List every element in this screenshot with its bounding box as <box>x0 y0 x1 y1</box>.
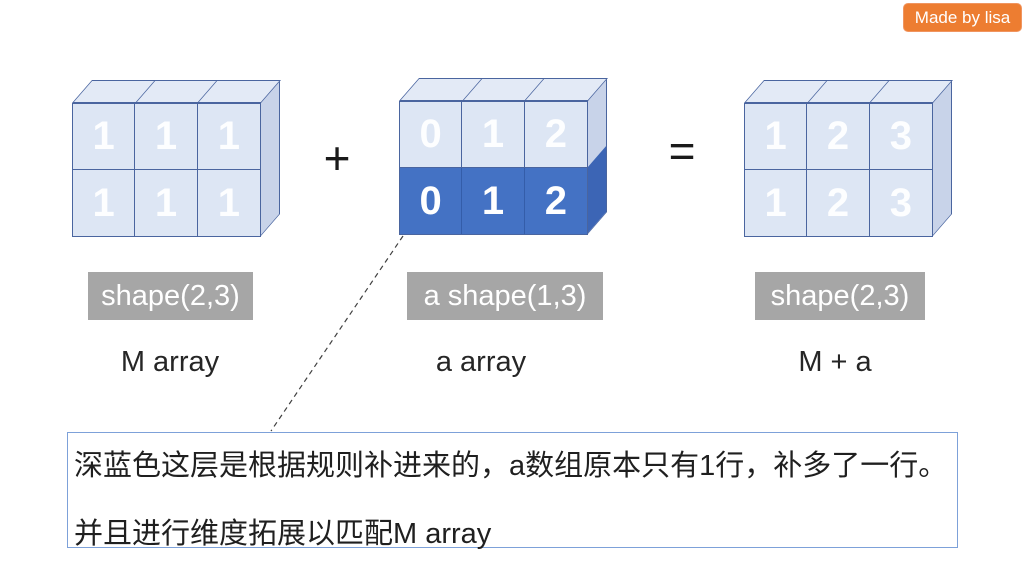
array-cell: 1 <box>135 104 198 170</box>
shape-label-sum: shape(2,3) <box>755 272 925 320</box>
array-cell: 1 <box>217 180 240 225</box>
array-cell: 2 <box>807 170 870 236</box>
made-by-badge: Made by lisa <box>903 3 1022 32</box>
caption-a: a array <box>435 346 527 378</box>
array-sum-top-face <box>744 80 953 103</box>
array-cell: 1 <box>745 104 808 170</box>
array-cell: 3 <box>889 180 912 225</box>
array-m: 1 1 1 1 1 1 <box>72 79 281 237</box>
array-cell: 1 <box>135 170 198 236</box>
note-box: 深蓝色这层是根据规则补进来的，a数组原本只有1行，补多了一行。 并且进行维度拓展… <box>67 432 958 550</box>
array-sum-side-face <box>931 79 952 237</box>
array-a: 0 1 2 0 1 2 <box>399 77 608 235</box>
broadcast-cell: 0 <box>400 168 463 234</box>
array-cell: 0 <box>400 102 463 168</box>
equals-operator: = <box>668 125 696 177</box>
array-cell: 1 <box>73 170 136 236</box>
broadcast-cell: 1 <box>462 168 525 234</box>
array-m-top-face <box>72 80 281 103</box>
caption-sum: M + a <box>798 346 872 378</box>
plus-operator: + <box>323 132 351 184</box>
shape-label-m: shape(2,3) <box>88 272 253 320</box>
array-a-top-face <box>399 78 608 101</box>
array-cell: 1 <box>745 170 808 236</box>
array-cell: 3 <box>869 104 932 170</box>
array-a-side-face <box>586 77 607 235</box>
array-cell: 1 <box>73 104 136 170</box>
array-cell: 2 <box>807 104 870 170</box>
note-line-2: 并且进行维度拓展以匹配M array <box>74 518 492 550</box>
array-sum-front-face: 1 2 3 1 2 3 <box>744 103 933 237</box>
array-m-side-face <box>259 79 280 237</box>
note-line-1: 深蓝色这层是根据规则补进来的，a数组原本只有1行，补多了一行。 <box>74 450 948 482</box>
caption-m: M array <box>120 346 220 378</box>
array-a-front-face: 0 1 2 0 1 2 <box>399 101 588 235</box>
broadcast-cell: 2 <box>524 168 587 234</box>
array-cell: 1 <box>197 104 260 170</box>
array-m-front-face: 1 1 1 1 1 1 <box>72 103 261 237</box>
array-sum: 1 2 3 1 2 3 <box>744 79 953 237</box>
array-cell: 2 <box>524 102 587 168</box>
array-cell: 1 <box>462 102 525 168</box>
shape-label-a: a shape(1,3) <box>407 272 603 320</box>
